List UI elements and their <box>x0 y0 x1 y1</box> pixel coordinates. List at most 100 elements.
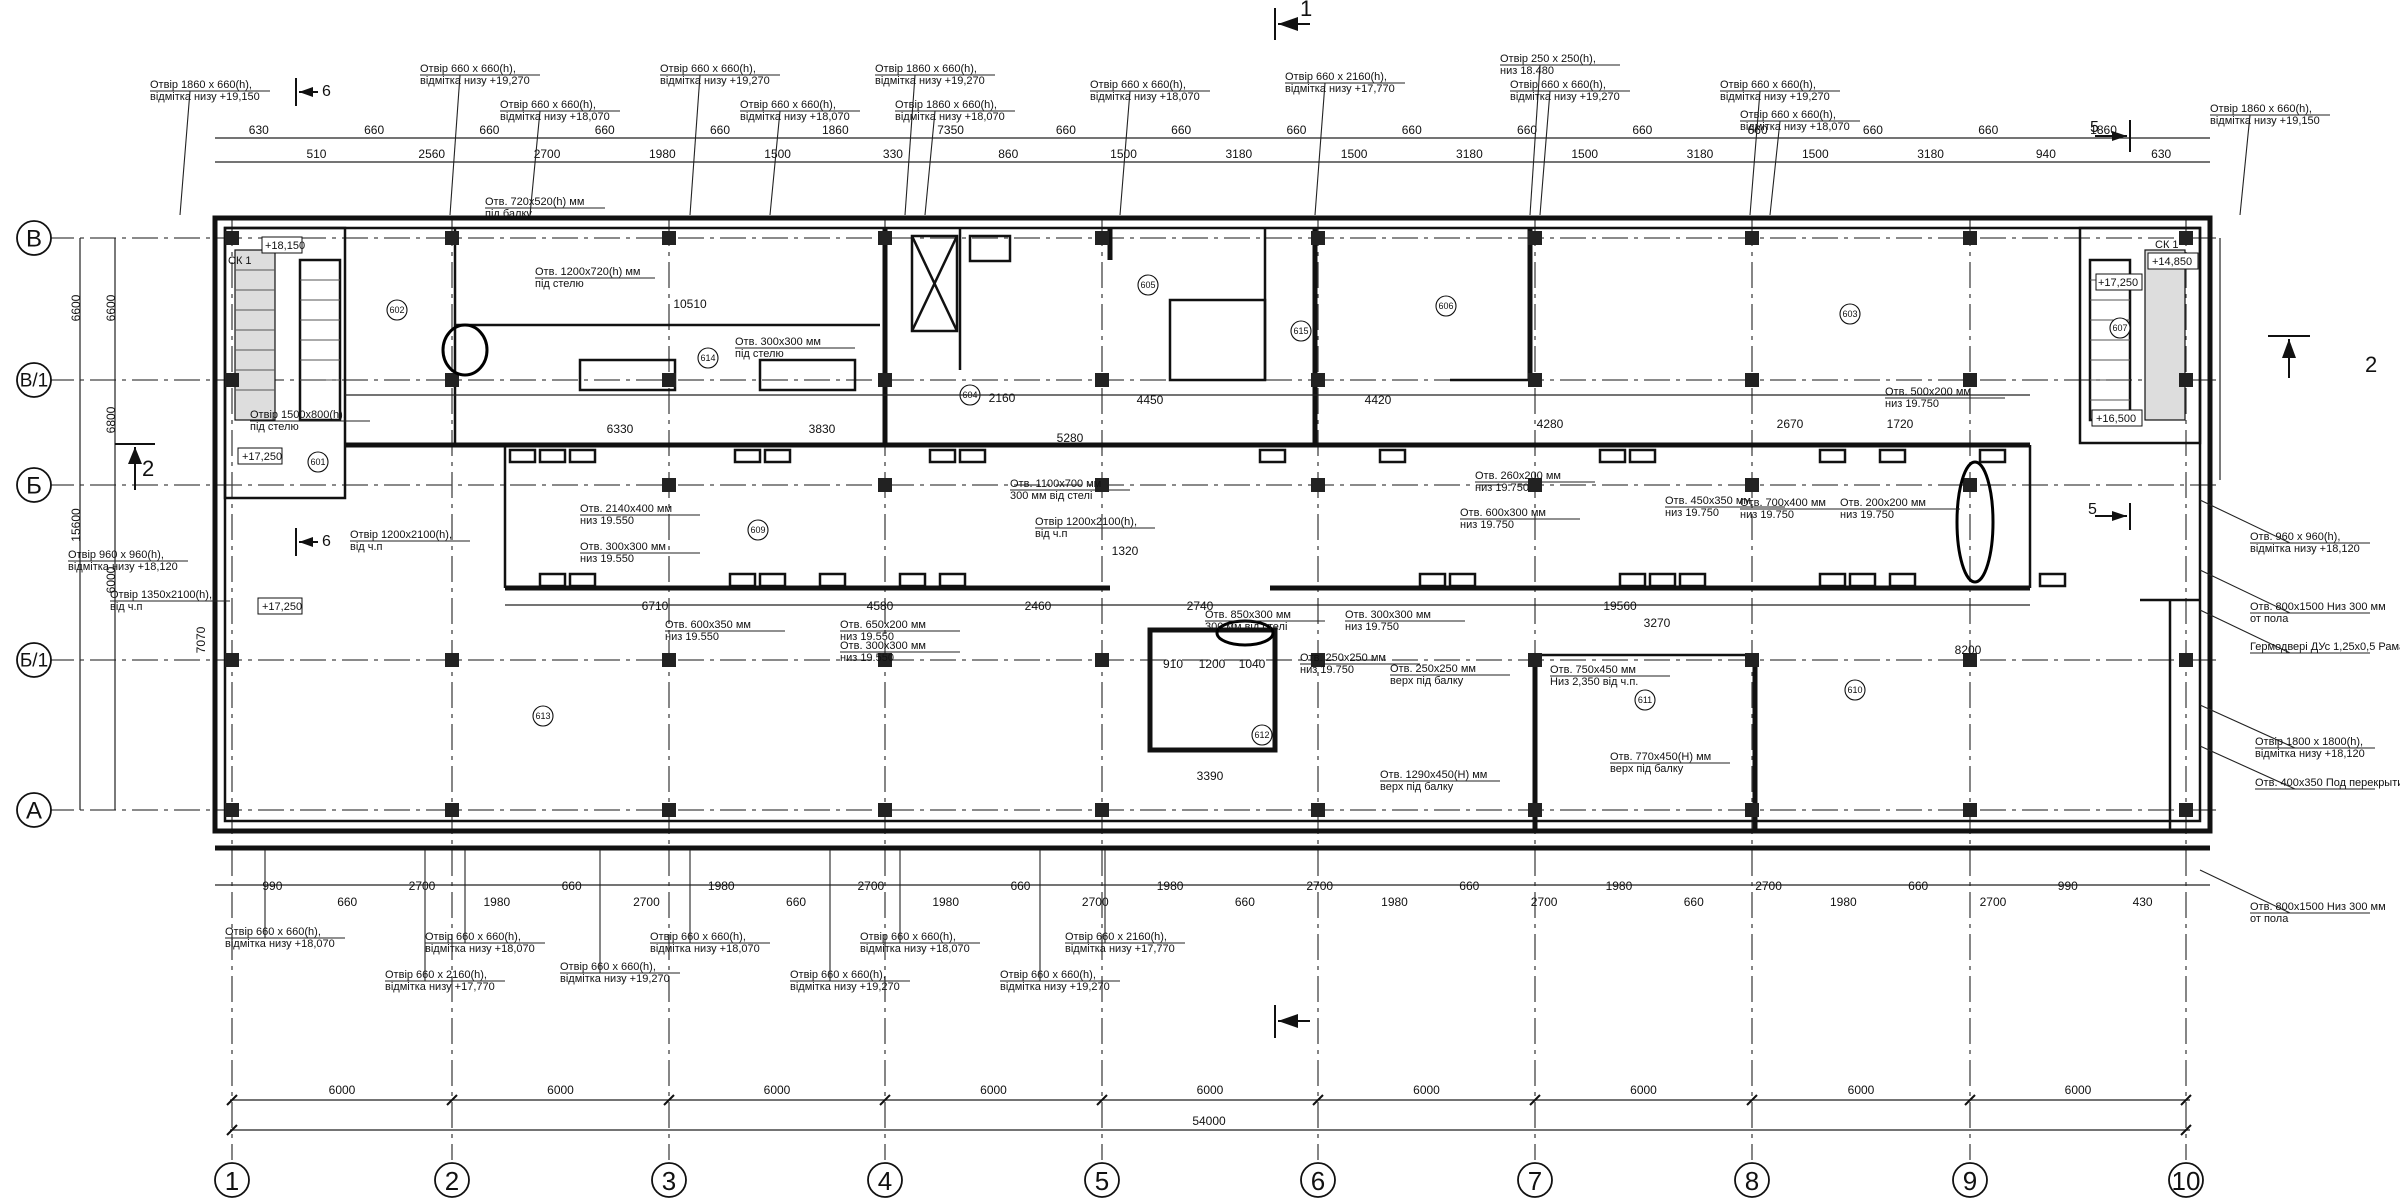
column <box>1745 803 1759 817</box>
opening-note-inner-text: Отвір 1200x2100(h),від ч.п <box>1035 516 1137 540</box>
dimension-inner: 19560 <box>1603 599 1637 613</box>
dimension-top: 1860 <box>822 123 849 137</box>
opening-note-bottom: Отвір 660 x 660(h),відмітка низу +18,070 <box>425 931 535 955</box>
dimension-bottom: 2700 <box>633 895 660 909</box>
opening-note-top-text: Отвір 660 x 660(h),відмітка низу +18,070 <box>1740 109 1850 133</box>
opening-note-top-text: Отвір 660 x 660(h),відмітка низу +18,070 <box>1090 79 1200 103</box>
dimension-inner: 3830 <box>809 422 836 436</box>
axis-bubble-column: 3 <box>651 1162 687 1198</box>
opening-note-left-text: Отвір 1500x800(h),під стелю <box>250 409 346 433</box>
opening-note-bottom-text: Отвір 660 x 660(h),відмітка низу +18,070 <box>225 926 335 950</box>
dimension-top: 630 <box>2151 147 2171 161</box>
column <box>225 373 239 387</box>
opening-note-bottom: Отвір 660 x 660(h),відмітка низу +18,070 <box>860 931 970 955</box>
column <box>445 231 459 245</box>
dimension-top: 860 <box>998 147 1018 161</box>
axis-label-column: 1 <box>225 1166 239 1196</box>
opening-note-top: Отвір 660 x 660(h),відмітка низу +18,070 <box>1740 109 1850 133</box>
opening-note-top-text: Отвір 660 x 660(h),відмітка низу +19,270 <box>420 63 530 87</box>
dimension-bottom: 660 <box>786 895 806 909</box>
column <box>662 653 676 667</box>
opening-note-top: Отвір 660 x 660(h),відмітка низу +19,270 <box>420 63 530 87</box>
room-tag: 609 <box>747 519 769 541</box>
column <box>2179 653 2193 667</box>
opening-note-top: Отвір 660 x 660(h),відмітка низу +18,070 <box>740 99 850 123</box>
section-5-lower-label: 5 <box>2088 501 2097 518</box>
axis-label-row: Б/1 <box>20 651 48 672</box>
opening-note-bottom-text: Отвір 660 x 2160(h),відмітка низу +17,77… <box>1065 931 1175 955</box>
opening-note-top: Отвір 660 x 660(h),відмітка низу +19,270 <box>660 63 770 87</box>
axis-bubble-column: 7 <box>1517 1162 1553 1198</box>
room-number: 606 <box>1438 301 1453 311</box>
stair-right-level-mid: +17,250 <box>2098 277 2138 289</box>
dimension-top: 660 <box>1056 123 1076 137</box>
opening-note-bottom: Отвір 660 x 660(h),відмітка низу +19,270 <box>1000 969 1110 993</box>
dimension-top: 3180 <box>1225 147 1252 161</box>
axis-bubble-row: В/1 <box>16 362 52 398</box>
dimension-top: 2700 <box>534 147 561 161</box>
stair-left-level-lower: +17,250 <box>262 601 302 613</box>
dimension-inner: 910 <box>1163 657 1183 671</box>
opening-note-top: Отвір 660 x 660(h),відмітка низу +18,070 <box>500 99 610 123</box>
room-number: 603 <box>1842 309 1857 319</box>
dimension-vertical: 6600 <box>69 294 83 321</box>
axis-label-row: В/1 <box>20 371 49 392</box>
dimension-inner: 4580 <box>867 599 894 613</box>
dimension-inner: 3390 <box>1197 769 1224 783</box>
section-6-top-label: 6 <box>322 83 331 100</box>
room-tag: 605 <box>1137 274 1159 296</box>
column <box>1095 653 1109 667</box>
section-6-top: 6 <box>295 78 331 106</box>
opening-note-top: Отвір 660 x 660(h),відмітка низу +18,070 <box>1090 79 1200 103</box>
opening-note-top: Отвір 1860 x 660(h),відмітка низу +18,07… <box>895 99 1005 123</box>
dimension-top: 660 <box>710 123 730 137</box>
room-tag: 610 <box>1844 679 1866 701</box>
column <box>878 653 892 667</box>
opening-note-top: Отвір 1860 x 660(h),відмітка низу +19,15… <box>2210 103 2320 127</box>
column <box>662 231 676 245</box>
dimension-bottom: 660 <box>1908 879 1928 893</box>
stair-left-level-bottom: +17,250 <box>242 451 282 463</box>
dimension-top: 3180 <box>1917 147 1944 161</box>
dimension-top: 1500 <box>764 147 791 161</box>
opening-note-right-text: Отв. 400x350 Под перекрытием <box>2255 777 2400 789</box>
section-5-top: 5 <box>2090 119 2131 152</box>
room-tag: 607 <box>2109 317 2131 339</box>
section-1-top: 1 <box>1274 0 1312 40</box>
axis-bubble-row: В <box>16 220 52 256</box>
dimension-bottom: 2700 <box>1082 895 1109 909</box>
dimension-inner: 5280 <box>1057 431 1084 445</box>
dimension-bottom: 660 <box>1235 895 1255 909</box>
dimension-inner: 2160 <box>989 391 1016 405</box>
axis-bubble-row: Б <box>16 467 52 503</box>
opening-note-bottom-text: Отвір 660 x 660(h),відмітка низу +19,270 <box>560 961 670 985</box>
dimension-top: 630 <box>249 123 269 137</box>
dimension-vertical: 6000 <box>104 566 118 593</box>
dimension-inner: 1040 <box>1239 657 1266 671</box>
opening-note-top: Отвір 1860 x 660(h),відмітка низу +19,27… <box>875 63 985 87</box>
opening-note-top-text: Отвір 1860 x 660(h),відмітка низу +18,07… <box>895 99 1005 123</box>
dimension-bottom: 660 <box>1010 879 1030 893</box>
dimension-bay: 6000 <box>547 1083 574 1097</box>
dimension-bottom: 2700 <box>1980 895 2007 909</box>
column <box>1095 373 1109 387</box>
dimension-top: 3180 <box>1456 147 1483 161</box>
column <box>878 231 892 245</box>
section-markers: 1 2 2 6 6 <box>115 0 2377 1038</box>
annotation-notes: Отвір 1860 x 660(h),відмітка низу +19,15… <box>68 53 2400 993</box>
corridor-equipment <box>508 448 2067 588</box>
axis-label-row: Б <box>26 473 42 500</box>
column <box>1745 373 1759 387</box>
